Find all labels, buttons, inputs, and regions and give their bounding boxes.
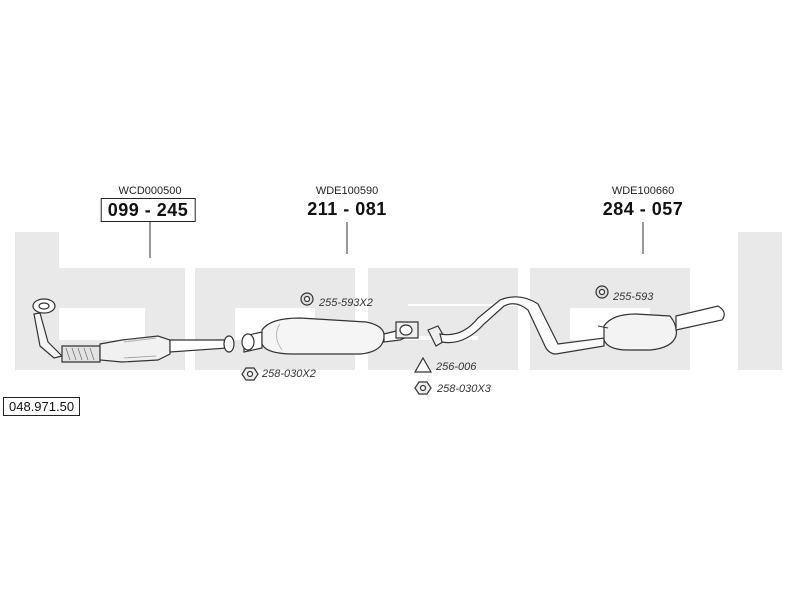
front-pipe-catalyst[interactable] (32, 298, 235, 363)
triangle-gasket-icon[interactable] (413, 356, 433, 373)
middle-silencer[interactable] (241, 317, 419, 355)
rubber-hanger-icon[interactable] (595, 285, 609, 299)
part-number-front-pipe[interactable]: 099 - 245 (100, 198, 196, 222)
ref-code-middle-silencer: WDE100590 (315, 185, 379, 197)
small-part-label[interactable]: 258-030X2 (262, 368, 316, 380)
small-part-label[interactable]: 256-006 (436, 361, 477, 373)
leader-lines (149, 222, 644, 258)
ref-code-front-pipe: WCD000500 (118, 185, 182, 197)
small-part-label[interactable]: 255-593 (613, 291, 654, 303)
rear-silencer-pipe[interactable] (427, 296, 725, 355)
part-number-rear-silencer[interactable]: 284 - 057 (602, 199, 684, 219)
small-part-label[interactable]: 255-593X2 (319, 297, 373, 309)
kit-number-label: 048.971.50 (3, 397, 81, 416)
hex-nut-icon[interactable] (241, 367, 259, 381)
hex-nut-icon[interactable] (414, 381, 432, 395)
part-number-middle-silencer[interactable]: 211 - 081 (307, 199, 387, 219)
rubber-hanger-icon[interactable] (300, 292, 314, 306)
small-part-label[interactable]: 258-030X3 (437, 383, 491, 395)
ref-code-rear-silencer: WDE100660 (611, 185, 675, 197)
